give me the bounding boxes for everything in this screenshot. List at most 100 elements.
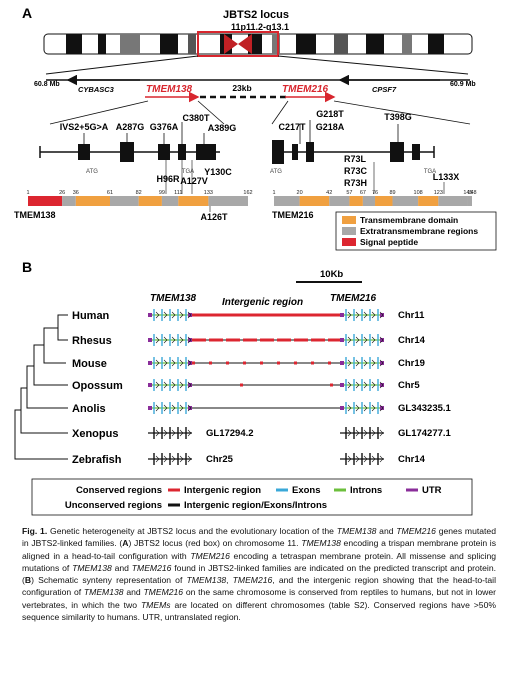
legend-label: Intergenic region xyxy=(184,485,261,496)
utr-mark xyxy=(148,383,152,387)
utr-mark xyxy=(340,361,344,365)
direction-chevron xyxy=(163,336,168,344)
protein-tick-label: 82 xyxy=(136,190,142,196)
legend-label: Intergenic region/Exons/Introns xyxy=(184,500,327,511)
direction-chevron xyxy=(379,404,384,412)
legend-swatch xyxy=(342,227,356,235)
chromosome-label: Chr14 xyxy=(398,454,426,465)
direction-chevron xyxy=(379,336,384,344)
exon xyxy=(196,144,216,160)
direction-chevron xyxy=(179,455,184,463)
protein-segment xyxy=(418,196,439,206)
tmem216-prot-mut: L133X xyxy=(433,172,460,182)
tmem138-mut: C380T xyxy=(182,113,210,123)
tmem216-mut: T398G xyxy=(384,112,412,122)
direction-chevron xyxy=(155,404,160,412)
utr-mark xyxy=(188,313,192,317)
utr-mark xyxy=(380,361,384,365)
direction-chevron xyxy=(347,429,352,437)
exon xyxy=(178,144,186,160)
tmem138-gene-label: TMEM138 xyxy=(146,84,193,95)
atg-label: ATG xyxy=(270,169,282,175)
legend-conserved-heading: Conserved regions xyxy=(76,485,162,496)
tga-label: TGA xyxy=(182,169,194,175)
tmem216-prot-mut: R73C xyxy=(344,166,368,176)
direction-chevron xyxy=(355,429,360,437)
protein-segment xyxy=(467,196,472,206)
tmem138-mut: A389G xyxy=(208,123,237,133)
direction-chevron xyxy=(363,455,368,463)
direction-chevron xyxy=(355,311,360,319)
protein-tick-label: 1 xyxy=(272,190,275,196)
exon xyxy=(78,144,90,160)
utr-mark xyxy=(188,383,192,387)
direction-chevron xyxy=(187,429,192,437)
direction-chevron xyxy=(163,311,168,319)
direction-chevron xyxy=(187,455,192,463)
direction-chevron xyxy=(347,311,352,319)
direction-chevron xyxy=(179,381,184,389)
tmem138-mut: IVS2+5G>A xyxy=(60,122,109,132)
tmem216-prot-mut: R73H xyxy=(344,178,367,188)
direction-chevron xyxy=(171,455,176,463)
direction-chevron xyxy=(363,311,368,319)
species-name: Zebrafish xyxy=(72,454,122,466)
tmem216-mut: G218T xyxy=(316,109,344,119)
direction-chevron xyxy=(355,381,360,389)
protein-tick-label: 162 xyxy=(243,190,252,196)
direction-chevron xyxy=(379,311,384,319)
figure-caption: Fig. 1. Genetic heterogeneity at JBTS2 l… xyxy=(22,526,497,623)
mb-left: 60.8 Mb xyxy=(34,81,60,88)
direction-chevron xyxy=(179,359,184,367)
protein-segment xyxy=(138,196,162,206)
direction-chevron xyxy=(347,359,352,367)
protein-tick-label: 57 xyxy=(346,190,352,196)
protein-segment xyxy=(109,196,139,206)
tmem216-mut: G218A xyxy=(316,122,345,132)
tmem138-prot-mut: Y130C xyxy=(204,167,232,177)
species-name: Mouse xyxy=(72,358,107,370)
protein-segment xyxy=(208,196,248,206)
protein-tick-label: 36 xyxy=(73,190,79,196)
direction-chevron xyxy=(355,455,360,463)
chromosome-label: GL174277.1 xyxy=(398,428,452,439)
protein-segment xyxy=(75,196,110,206)
legend-label: UTR xyxy=(422,485,442,496)
protein-segment xyxy=(62,196,76,206)
panel-a-label: A xyxy=(22,5,32,21)
direction-chevron xyxy=(371,455,376,463)
protein-segment xyxy=(329,196,350,206)
mb-right: 60.9 Mb xyxy=(450,81,476,88)
utr-mark xyxy=(340,313,344,317)
protein-tick-label: 111 xyxy=(174,190,182,196)
tmem216-protein-label: TMEM216 xyxy=(272,210,314,220)
direction-chevron xyxy=(171,311,176,319)
direction-chevron xyxy=(155,455,160,463)
direction-chevron xyxy=(163,381,168,389)
direction-chevron xyxy=(171,404,176,412)
utr-mark xyxy=(148,361,152,365)
chromosome-label: Chr5 xyxy=(398,380,420,391)
utr-mark xyxy=(148,406,152,410)
species-name: Xenopus xyxy=(72,428,118,440)
chromosome-label: Chr11 xyxy=(398,310,425,321)
panel-b-label: B xyxy=(22,259,32,275)
protein-segment xyxy=(28,196,63,206)
tmem216-mut: C217T xyxy=(278,122,306,132)
tmem216-b-label: TMEM216 xyxy=(330,293,377,304)
direction-chevron xyxy=(363,429,368,437)
tmem216-gene-structure: C217T G218T G218A T398G ATG TGA xyxy=(270,109,445,194)
intergenic-b-label: Intergenic region xyxy=(222,297,303,308)
utr-mark xyxy=(188,361,192,365)
direction-chevron xyxy=(163,404,168,412)
utr-mark xyxy=(380,406,384,410)
utr-mark xyxy=(148,313,152,317)
protein-segment xyxy=(349,196,363,206)
direction-chevron xyxy=(363,404,368,412)
tmem138-gene-structure: IVS2+5G>A A287G G376A C380T A389G ATG TG… xyxy=(39,113,237,194)
direction-chevron xyxy=(155,429,160,437)
utr-mark xyxy=(188,406,192,410)
direction-chevron xyxy=(171,359,176,367)
chromosome-label: Chr25 xyxy=(206,454,234,465)
